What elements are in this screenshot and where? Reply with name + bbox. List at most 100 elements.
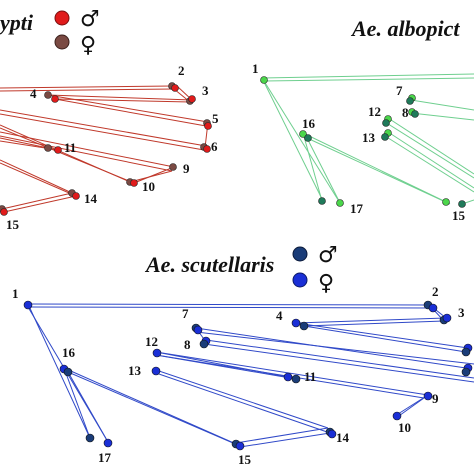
landmark-labels-aegypti: 2 3 4 5 6 9 10 11 14 15 xyxy=(6,63,219,232)
landmark-label: 3 xyxy=(202,83,209,98)
panel-title-albopictus: Ae. albopict xyxy=(350,16,460,41)
landmark-label: 10 xyxy=(398,420,411,435)
legend-female-symbol-scutellaris: ♀ xyxy=(318,271,334,296)
outline-scutellaris xyxy=(27,303,474,448)
landmark-label: 16 xyxy=(302,116,316,131)
landmark-male xyxy=(291,374,301,384)
landmark-label: 15 xyxy=(6,217,20,232)
landmark-label: 1 xyxy=(252,61,259,76)
landmark-label: 11 xyxy=(64,140,76,155)
legend-female-marker-scutellaris xyxy=(292,272,308,288)
outline-aegypti xyxy=(0,85,209,213)
landmark-male xyxy=(442,198,450,206)
landmark-female xyxy=(152,348,162,358)
landmark-female xyxy=(304,134,312,142)
landmark-labels-scutellaris: 1 2 3 4 7 8 9 10 11 12 13 14 15 16 17 xyxy=(12,284,465,467)
landmark-female xyxy=(103,438,113,448)
panel-albopictus: Ae. albopict xyxy=(252,16,474,223)
landmark-female xyxy=(381,133,389,141)
landmark-label: 7 xyxy=(182,306,189,321)
landmark-label: 15 xyxy=(238,452,252,467)
landmark-female xyxy=(382,119,390,127)
landmark-label: 12 xyxy=(368,104,381,119)
landmark-label: 14 xyxy=(84,191,98,206)
landmark-label: 17 xyxy=(350,201,364,216)
landmark-male xyxy=(260,76,268,84)
landmark-label: 5 xyxy=(212,111,219,126)
landmark-male xyxy=(336,199,344,207)
panel-title-aegypti: ypti xyxy=(0,10,34,35)
landmarks-albopictus xyxy=(260,76,466,208)
landmark-male xyxy=(461,367,471,377)
outline-albopictus xyxy=(261,73,474,205)
panel-aegypti: ypti ♂ ♀ xyxy=(0,7,219,232)
landmark-male xyxy=(51,95,59,103)
landmark-label: 14 xyxy=(336,430,350,445)
landmark-label: 12 xyxy=(145,334,158,349)
landmark-label: 7 xyxy=(396,83,403,98)
landmark-female xyxy=(23,300,33,310)
landmarks-aegypti xyxy=(0,82,212,216)
landmark-male xyxy=(72,192,80,200)
landmark-male xyxy=(299,321,309,331)
landmark-male xyxy=(461,347,471,357)
panel-scutellaris: Ae. scutellaris ♂ ♀ xyxy=(12,243,474,467)
landmark-label: 16 xyxy=(62,345,76,360)
landmark-label: 11 xyxy=(304,369,316,384)
landmark-label: 13 xyxy=(128,363,142,378)
legend-female-symbol-aegypti: ♀ xyxy=(80,33,96,58)
landmarks-scutellaris xyxy=(23,300,473,451)
landmark-label: 9 xyxy=(432,391,439,406)
landmark-male xyxy=(0,208,8,216)
landmark-female xyxy=(44,91,52,99)
landmark-male xyxy=(188,95,196,103)
landmark-female xyxy=(442,313,452,323)
landmark-male xyxy=(85,433,95,443)
landmark-female xyxy=(406,97,414,105)
landmark-male xyxy=(54,146,62,154)
landmark-label: 4 xyxy=(276,308,283,323)
landmark-label: 10 xyxy=(142,179,155,194)
landmark-female xyxy=(428,303,438,313)
landmark-label: 1 xyxy=(12,286,19,301)
landmark-label: 2 xyxy=(178,63,185,78)
landmark-female xyxy=(44,144,52,152)
landmark-male xyxy=(204,122,212,130)
landmark-male xyxy=(199,339,209,349)
landmark-label: 3 xyxy=(458,305,465,320)
landmark-label: 4 xyxy=(30,86,37,101)
landmark-label: 8 xyxy=(184,337,191,352)
landmark-label: 2 xyxy=(432,284,439,299)
landmark-male xyxy=(203,145,211,153)
legend-male-marker-scutellaris xyxy=(292,246,308,262)
landmark-female xyxy=(283,372,293,382)
landmark-female xyxy=(235,441,245,451)
legend-female-marker-aegypti xyxy=(54,34,70,50)
landmark-male xyxy=(171,84,179,92)
landmark-male xyxy=(63,367,73,377)
landmark-female xyxy=(151,366,161,376)
landmark-male xyxy=(130,179,138,187)
landmark-female xyxy=(193,325,203,335)
legend-male-marker-aegypti xyxy=(54,10,70,26)
landmark-labels-albopictus: 1 7 8 12 13 15 16 17 xyxy=(252,61,466,223)
landmark-label: 13 xyxy=(362,130,376,145)
landmark-female xyxy=(423,391,433,401)
landmark-female xyxy=(169,163,177,171)
landmark-female xyxy=(318,197,326,205)
landmark-female xyxy=(411,110,419,118)
landmark-female xyxy=(458,200,466,208)
landmark-label: 8 xyxy=(402,105,409,120)
landmark-male xyxy=(299,130,307,138)
legend-male-symbol-scutellaris: ♂ xyxy=(318,243,338,268)
landmark-female xyxy=(327,429,337,439)
landmark-label: 6 xyxy=(211,139,218,154)
legend-male-symbol-aegypti: ♂ xyxy=(80,7,100,32)
landmark-label: 15 xyxy=(452,208,466,223)
landmark-female xyxy=(392,411,402,421)
panel-title-scutellaris: Ae. scutellaris xyxy=(144,252,274,277)
landmark-label: 9 xyxy=(183,161,190,176)
landmark-label: 17 xyxy=(98,450,112,465)
landmark-female xyxy=(291,318,301,328)
